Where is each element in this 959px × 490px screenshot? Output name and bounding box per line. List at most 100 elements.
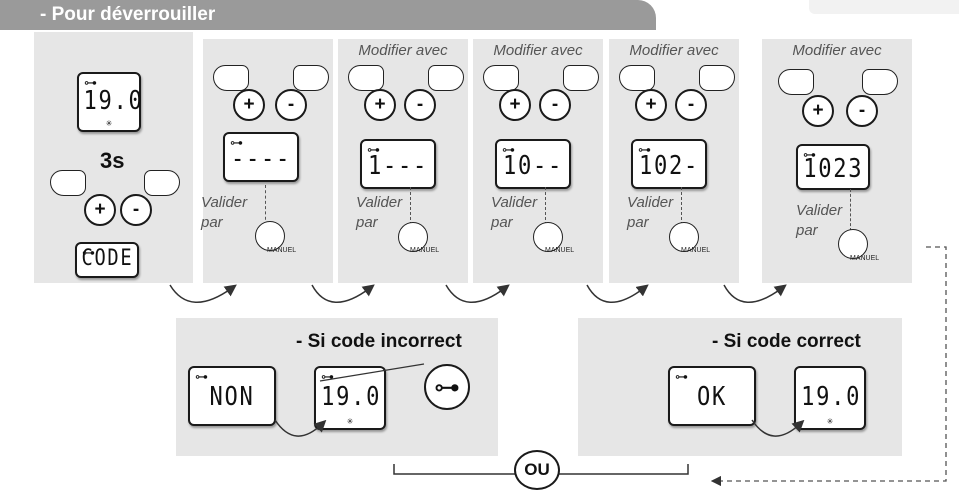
plus-button[interactable]: + xyxy=(802,95,834,127)
dashed-connector xyxy=(545,187,546,225)
top-card xyxy=(809,0,959,14)
manual-button[interactable] xyxy=(398,222,428,252)
header-title: - Pour déverrouiller xyxy=(40,4,216,25)
validate-hint: Valider par xyxy=(796,202,843,239)
lcd-display: ⊶ 10-- xyxy=(495,139,571,189)
curved-arrow-icon xyxy=(723,284,787,303)
dashed-connector xyxy=(265,185,266,225)
step-panel-1: ⊶ 19.0 ✳ 3s + - ⊶ CODE xyxy=(34,32,193,283)
modify-hint: Modifier avec xyxy=(358,42,448,59)
lcd-value: ---- xyxy=(230,144,292,174)
hand-icon xyxy=(563,65,599,91)
key-icon: ⊶ xyxy=(803,147,816,162)
plus-button[interactable]: + xyxy=(499,89,531,121)
lcd-display: ⊶ NON xyxy=(188,366,276,426)
dashed-return-line xyxy=(710,246,947,487)
step-panel-4: Modifier avec + - ⊶ 10-- Valider par MAN… xyxy=(473,39,603,283)
manual-button[interactable] xyxy=(669,222,699,252)
key-pointer-line xyxy=(319,363,425,382)
header-bar: - Pour déverrouiller xyxy=(0,0,656,30)
lcd-display: ⊶ ---- xyxy=(223,132,299,182)
plus-button[interactable]: + xyxy=(233,89,265,121)
lcd-display: ⊶ 102- xyxy=(631,139,707,189)
validate-hint: Valider par xyxy=(201,194,248,231)
lcd-display: ⊶ 1--- xyxy=(360,139,436,189)
lcd-value: NON xyxy=(209,382,255,412)
manual-button[interactable] xyxy=(255,221,285,251)
curved-arrow-icon xyxy=(586,284,649,303)
correct-code-panel: - Si code correct ⊶ OK 19.0 ✳ xyxy=(578,318,902,456)
minus-button[interactable]: - xyxy=(846,95,878,127)
sun-icon: ✳ xyxy=(826,417,834,426)
manual-label: MANUEL xyxy=(681,247,711,254)
key-icon: ⊶ xyxy=(84,75,97,90)
modify-hint: Modifier avec xyxy=(792,42,882,59)
curved-arrow-icon xyxy=(169,284,237,303)
key-icon: ⊶ xyxy=(424,364,470,410)
key-icon: ⊶ xyxy=(195,369,208,384)
hand-icon xyxy=(348,65,384,91)
plus-button[interactable]: + xyxy=(364,89,396,121)
lcd-value: 19.0 xyxy=(83,86,144,116)
lcd-value: 102- xyxy=(638,151,700,181)
minus-button[interactable]: - xyxy=(120,194,152,226)
dashed-connector xyxy=(410,187,411,225)
lcd-display: ⊶ 1023 xyxy=(796,144,870,190)
curved-arrow-icon xyxy=(445,284,510,303)
modify-hint: Modifier avec xyxy=(629,42,719,59)
hand-icon xyxy=(50,170,86,196)
hand-icon xyxy=(213,65,249,91)
lcd-value: 1--- xyxy=(367,151,429,181)
key-icon: ⊶ xyxy=(502,142,515,157)
hand-icon xyxy=(483,65,519,91)
manual-label: MANUEL xyxy=(267,247,297,254)
hand-icon xyxy=(862,69,898,95)
lcd-display: ⊶ OK xyxy=(668,366,756,426)
minus-button[interactable]: - xyxy=(275,89,307,121)
key-icon: ⊶ xyxy=(675,369,688,384)
modify-hint: Modifier avec xyxy=(493,42,583,59)
key-icon: ⊶ xyxy=(230,135,243,150)
hand-icon xyxy=(619,65,655,91)
lcd-display-code: ⊶ CODE xyxy=(75,242,139,278)
hand-icon xyxy=(144,170,180,196)
sun-icon: ✳ xyxy=(105,119,113,128)
lcd-display: 19.0 ✳ xyxy=(794,366,866,430)
manual-button[interactable] xyxy=(838,229,868,259)
validate-hint: Valider par xyxy=(356,194,403,231)
lcd-value: 19.0 xyxy=(321,382,382,412)
hold-duration: 3s xyxy=(100,148,125,173)
validate-hint: Valider par xyxy=(627,194,674,231)
step-panel-6: Modifier avec + - ⊶ 1023 Valider par MAN… xyxy=(762,39,912,283)
correct-title: - Si code correct xyxy=(712,331,861,352)
manual-label: MANUEL xyxy=(410,247,440,254)
key-icon: ⊶ xyxy=(367,142,380,157)
lcd-value: 1023 xyxy=(803,154,864,184)
lcd-value: 10-- xyxy=(502,151,564,181)
validate-hint: Valider par xyxy=(491,194,538,231)
hand-icon xyxy=(428,65,464,91)
minus-button[interactable]: - xyxy=(539,89,571,121)
lcd-display: ⊶ 19.0 ✳ xyxy=(77,72,144,132)
lcd-value: 19.0 xyxy=(801,382,862,412)
lcd-value: CODE xyxy=(81,246,134,271)
curved-arrow-icon xyxy=(751,419,805,437)
incorrect-code-panel: - Si code incorrect ⊶ NON ⊶ 19.0 ✳ ⊶ xyxy=(176,318,498,456)
hand-icon xyxy=(778,69,814,95)
lcd-value: OK xyxy=(696,382,728,412)
step-panel-5: Modifier avec + - ⊶ 102- Valider par MAN… xyxy=(609,39,739,283)
hand-icon xyxy=(699,65,735,91)
sun-icon: ✳ xyxy=(346,417,354,426)
plus-button[interactable]: + xyxy=(84,194,116,226)
curved-arrow-icon xyxy=(274,419,327,437)
incorrect-title: - Si code incorrect xyxy=(296,331,462,352)
manual-button[interactable] xyxy=(533,222,563,252)
or-badge: OU xyxy=(514,450,560,490)
key-icon: ⊶ xyxy=(82,245,95,260)
dashed-connector xyxy=(850,189,851,231)
minus-button[interactable]: - xyxy=(404,89,436,121)
key-icon: ⊶ xyxy=(638,142,651,157)
plus-button[interactable]: + xyxy=(635,89,667,121)
minus-button[interactable]: - xyxy=(675,89,707,121)
